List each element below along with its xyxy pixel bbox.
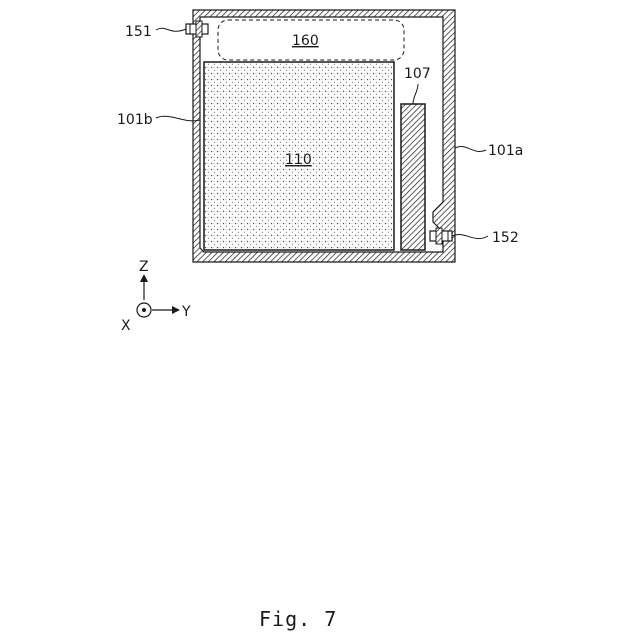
label-152: 152: [492, 230, 519, 246]
figure-caption: Fig. 7: [259, 607, 337, 631]
axis-indicator: Z Y X: [121, 259, 191, 334]
leader-107: [413, 84, 418, 104]
label-110: 110: [285, 152, 312, 168]
label-151: 151: [125, 24, 152, 40]
fastener-151: [186, 21, 208, 37]
leader-151: [156, 28, 186, 31]
x-axis-dot: [142, 308, 146, 312]
label-101b: 101b: [117, 112, 153, 128]
leader-101a: [455, 146, 486, 151]
label-107: 107: [404, 66, 431, 82]
axis-label-y: Y: [181, 304, 191, 320]
component-107-bar: [401, 104, 425, 250]
label-160: 160: [292, 33, 319, 49]
leader-152: [452, 234, 488, 238]
axis-label-z: Z: [139, 259, 149, 275]
axis-label-x: X: [121, 318, 131, 334]
y-arrowhead: [172, 306, 180, 314]
label-101a: 101a: [488, 143, 523, 159]
z-arrowhead: [140, 274, 148, 282]
